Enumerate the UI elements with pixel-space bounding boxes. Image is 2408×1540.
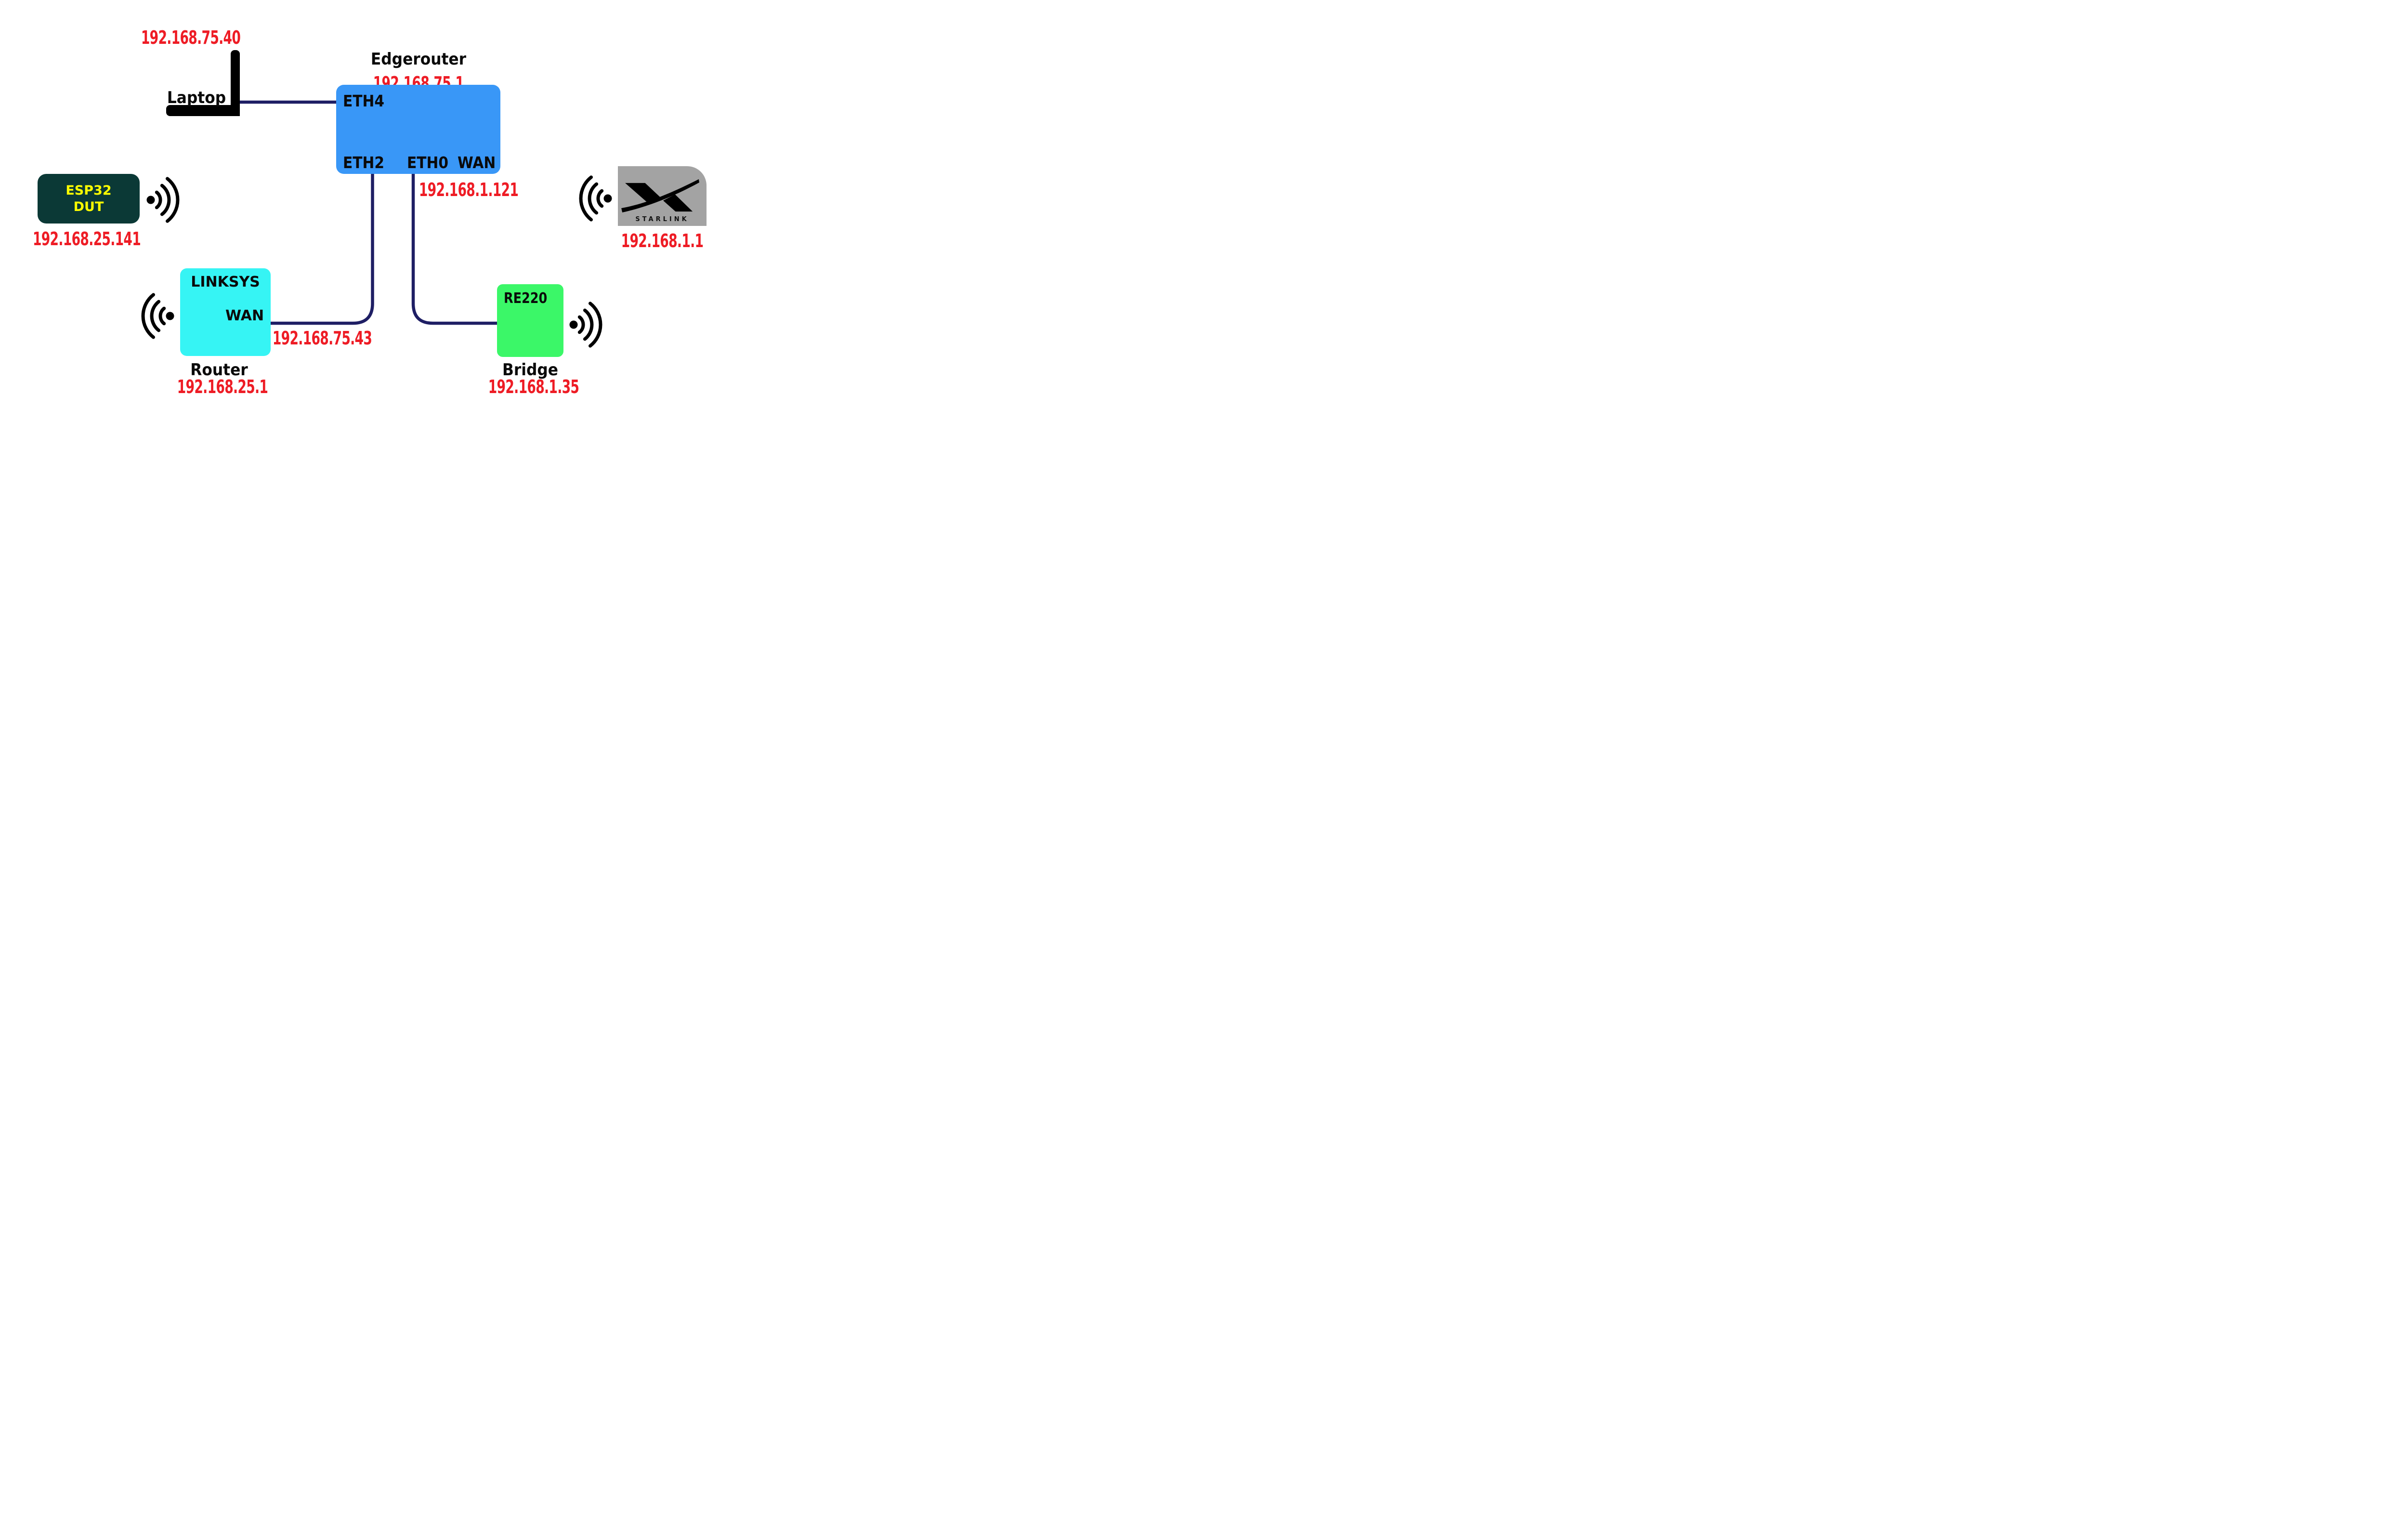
starlink-wifi-signal-icon bbox=[579, 175, 612, 222]
esp32-dut-box: ESP32 DUT bbox=[38, 174, 140, 224]
linksys-role-label: Router bbox=[190, 360, 248, 380]
edgerouter-wan-ip: 192.168.1.121 bbox=[419, 179, 519, 200]
linksys-port-wan: WAN bbox=[225, 307, 264, 324]
laptop-screen bbox=[231, 50, 240, 116]
re220-ip: 192.168.1.35 bbox=[488, 376, 579, 397]
re220-label: RE220 bbox=[504, 290, 548, 307]
esp32-ip: 192.168.25.141 bbox=[32, 228, 141, 250]
re220-wifi-signal-icon bbox=[569, 302, 602, 348]
edgerouter-port-eth0: ETH0 bbox=[407, 153, 449, 172]
re220-bridge-box: RE220 bbox=[497, 284, 563, 357]
edgerouter-port-wan: WAN bbox=[458, 153, 496, 172]
linksys-wifi-signal-icon bbox=[141, 293, 174, 339]
esp32-name-line2: DUT bbox=[73, 199, 104, 214]
laptop-base bbox=[166, 105, 240, 116]
network-diagram: 192.168.75.40 Laptop Edgerouter 192.168.… bbox=[0, 0, 744, 417]
starlink-wordmark: STARLINK bbox=[635, 216, 689, 223]
edgerouter-port-eth4: ETH4 bbox=[343, 92, 385, 110]
linksys-router-box: LINKSYS WAN bbox=[180, 268, 271, 356]
edgerouter-label: Edgerouter bbox=[370, 50, 467, 69]
linksys-ip: 192.168.25.1 bbox=[177, 376, 268, 397]
laptop-ip: 192.168.75.40 bbox=[141, 27, 241, 48]
starlink-x-logo-icon bbox=[621, 179, 699, 213]
starlink-ip: 192.168.1.1 bbox=[621, 230, 704, 251]
esp32-wifi-signal-icon bbox=[146, 177, 180, 223]
esp32-name-line1: ESP32 bbox=[65, 183, 112, 198]
edgerouter-port-eth2: ETH2 bbox=[343, 153, 385, 172]
re220-role-label: Bridge bbox=[502, 360, 558, 380]
cable-eth2-linksys bbox=[271, 174, 374, 325]
laptop-label: Laptop bbox=[167, 88, 226, 107]
edgerouter-box: ETH4 ETH2 ETH0 WAN bbox=[336, 85, 500, 174]
starlink-box: STARLINK bbox=[618, 166, 707, 226]
linksys-link-ip: 192.168.75.43 bbox=[272, 328, 372, 349]
linksys-label: LINKSYS bbox=[191, 274, 260, 290]
